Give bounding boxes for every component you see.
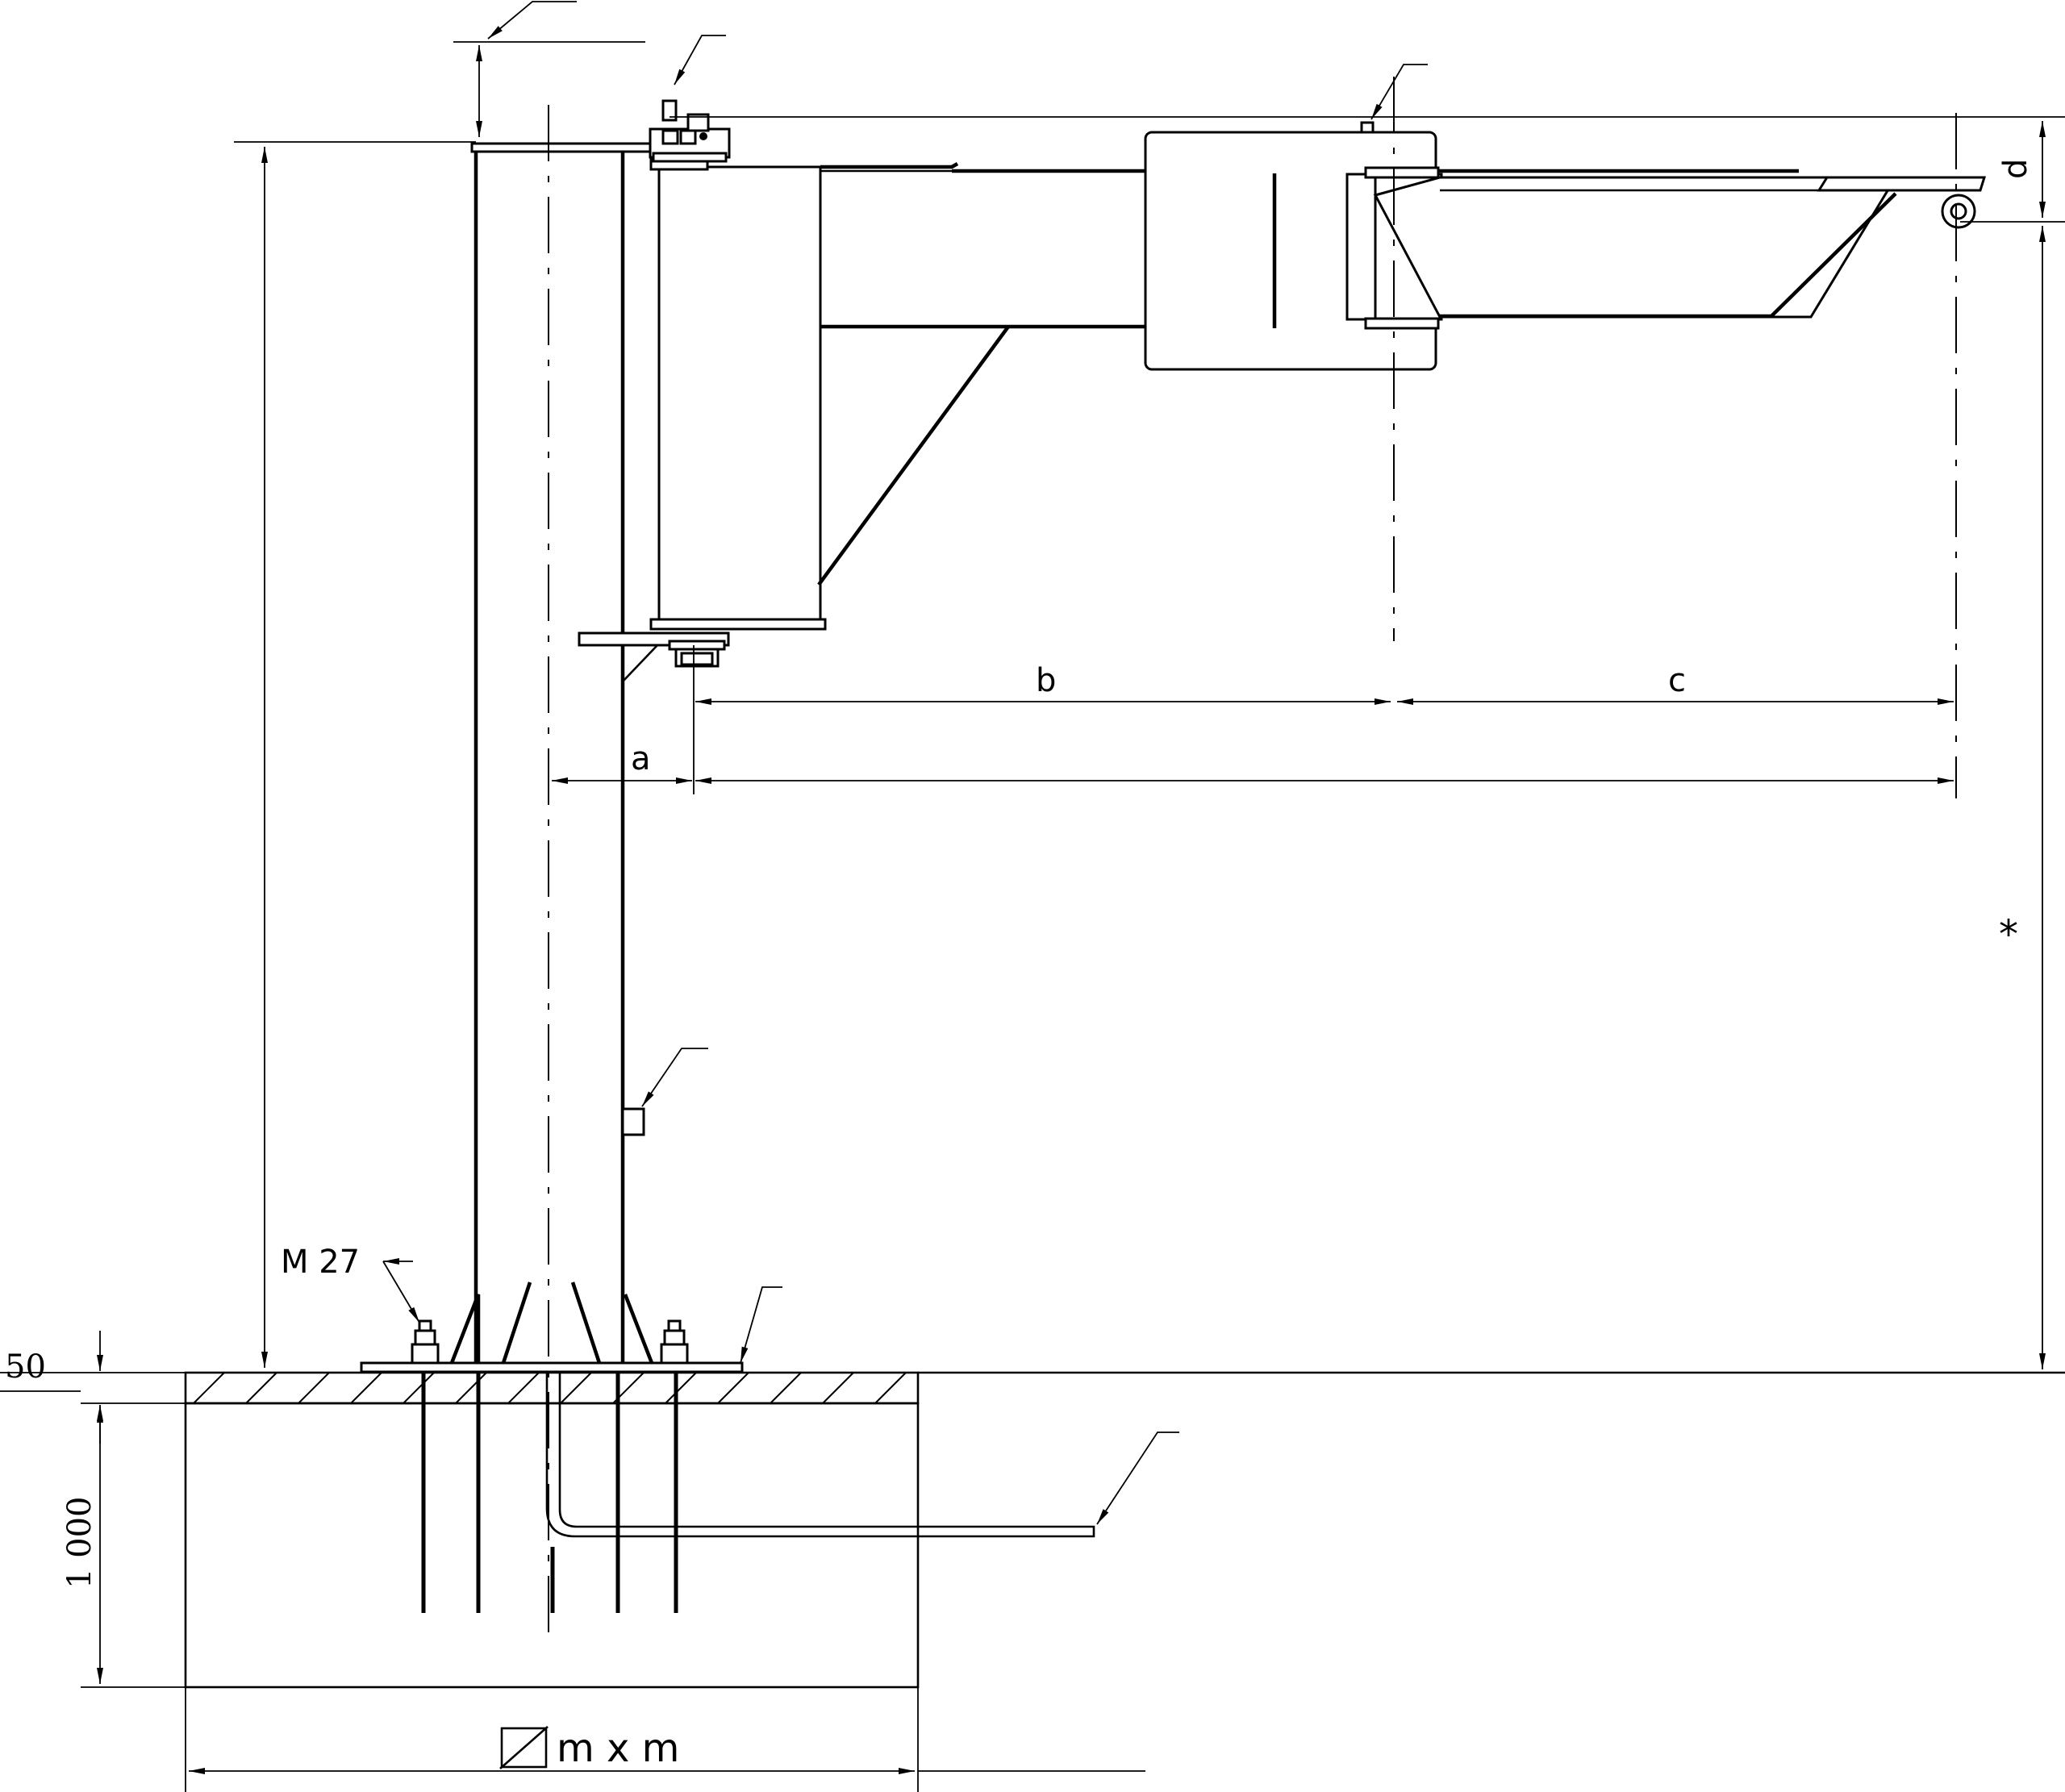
arm-mast <box>657 165 822 624</box>
earthing-conduit <box>545 1371 1095 1538</box>
label-c: c <box>1668 662 1686 699</box>
label-foundation-depth: 1 000 <box>61 1496 98 1589</box>
base-layer-hatching <box>193 1372 907 1404</box>
anchor-nut-right <box>660 1319 689 1365</box>
concrete-block <box>184 1402 920 1689</box>
secondary-arm <box>1373 176 1898 319</box>
label-base-thickness: 50 <box>5 1348 46 1386</box>
square-section-symbol <box>500 1727 548 1769</box>
label-b: b <box>1036 662 1056 699</box>
label-a: a <box>631 740 651 777</box>
dimension-lines <box>0 41 2065 1792</box>
column-top-plate <box>470 142 659 153</box>
anchor-nut-left <box>411 1319 440 1365</box>
base-plate-assembly <box>360 1281 744 1373</box>
label-foundation-size: m x m <box>557 1726 679 1771</box>
base-layer <box>184 1371 920 1405</box>
leader-lines <box>382 1 1428 1769</box>
base-plate <box>360 1361 744 1373</box>
column <box>470 105 730 1637</box>
label-d: d <box>1997 159 2034 179</box>
label-star: * <box>1999 912 2018 957</box>
anchor-rods <box>421 1371 678 1613</box>
label-bolt-m27: M 27 <box>281 1244 360 1281</box>
jib-arm <box>649 99 1987 631</box>
foundation <box>184 1371 2065 1689</box>
